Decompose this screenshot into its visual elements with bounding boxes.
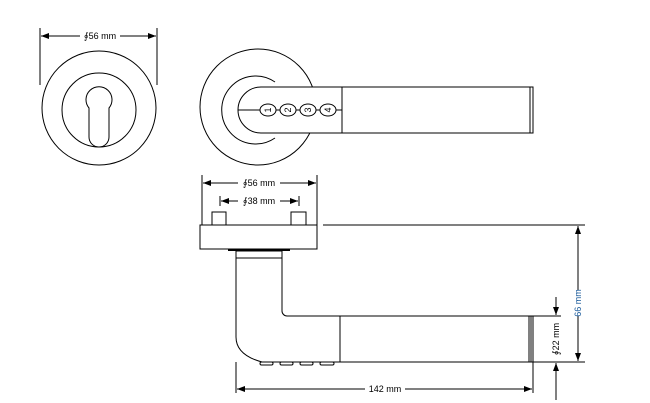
svg-text:4: 4 — [323, 107, 333, 112]
height-label: 66 mm — [573, 289, 583, 317]
svg-text:2: 2 — [283, 107, 293, 112]
keypad: 1 2 3 4 — [259, 103, 337, 117]
keypad-button-3: 3 — [299, 103, 317, 117]
length-label: 142 mm — [369, 384, 402, 394]
svg-text:1: 1 — [263, 107, 273, 112]
keypad-button-4: 4 — [319, 103, 337, 117]
escutcheon-diameter-label: ∮56 mm — [84, 31, 116, 41]
svg-text:3: 3 — [303, 107, 313, 112]
rose-inner-diameter-label: ∮38 mm — [243, 196, 275, 206]
lever-side-view: ∮56 mm ∮38 mm 66 mm ∮22 mm — [199, 175, 585, 400]
lever-front-view: 1 2 3 4 — [199, 48, 534, 166]
keyhole-icon — [85, 86, 113, 148]
escutcheon-view: ∮56 mm — [39, 28, 158, 166]
keypad-button-1: 1 — [259, 103, 277, 117]
lever-diameter-label: ∮22 mm — [551, 323, 561, 355]
keypad-button-2: 2 — [279, 103, 297, 117]
rose-diameter-label: ∮56 mm — [243, 178, 275, 188]
keypad-buttons-side — [259, 361, 335, 366]
